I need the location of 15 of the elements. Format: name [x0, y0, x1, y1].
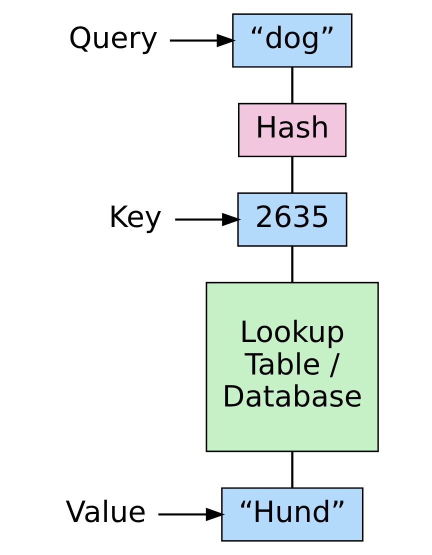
connector [291, 452, 294, 488]
arrow [170, 34, 236, 48]
arrow [158, 508, 225, 522]
node-box: 2635 [237, 192, 348, 247]
node-text: Query [68, 20, 158, 55]
arrow [175, 212, 242, 226]
node-box: “dog” [232, 13, 352, 68]
node-box: Hash [238, 102, 347, 158]
node-box: Lookup Table / Database [206, 282, 379, 452]
connector [291, 156, 294, 193]
connector [291, 67, 294, 104]
connector [291, 246, 294, 282]
node-text: Value [66, 494, 146, 529]
node-text: Key [108, 200, 162, 234]
node-box: “Hund” [221, 487, 364, 542]
